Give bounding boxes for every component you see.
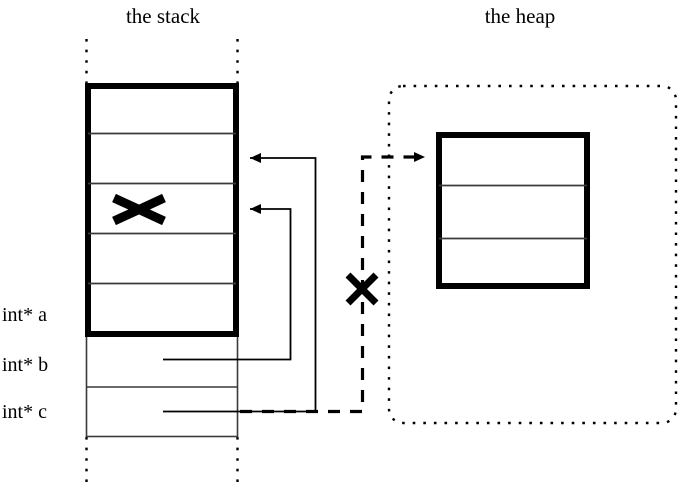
heap-cell-value-0: 7: [508, 147, 518, 169]
stack-cell-value-3: 11: [134, 246, 154, 268]
heap-cell-value-2: ?: [508, 254, 518, 276]
stack-cell-value-1: 13: [134, 148, 154, 170]
pointer-arrow-c-stack: [163, 153, 317, 413]
stack-title: the stack: [125, 4, 201, 28]
invalid-pointer-x-mark: [345, 272, 379, 306]
heap-cell-value-1: 13: [503, 201, 523, 223]
stack-cell-value-0: 14: [134, 99, 154, 121]
stack-extent-dotted-top: [85, 39, 239, 84]
stack-lower-frame: [85, 334, 239, 438]
stack-cell-value-2-struck: 12: [131, 198, 151, 220]
stack-var-label-c: int* c: [2, 401, 47, 423]
stack-block: [85, 83, 239, 337]
stack-cell-value-2-replacement: 7: [186, 198, 196, 220]
heap-region-outline: [387, 84, 678, 425]
stack-cell-value-4: 10: [134, 297, 154, 319]
pointer-arrow-b: [163, 204, 292, 361]
stack-var-label-a: int* a: [2, 304, 47, 326]
pointer-arrow-c-heap-dangling: [240, 152, 425, 414]
stack-extent-dotted-bottom: [85, 437, 239, 487]
stack-var-label-b: int* b: [2, 354, 49, 376]
heap-title: the heap: [484, 4, 556, 28]
